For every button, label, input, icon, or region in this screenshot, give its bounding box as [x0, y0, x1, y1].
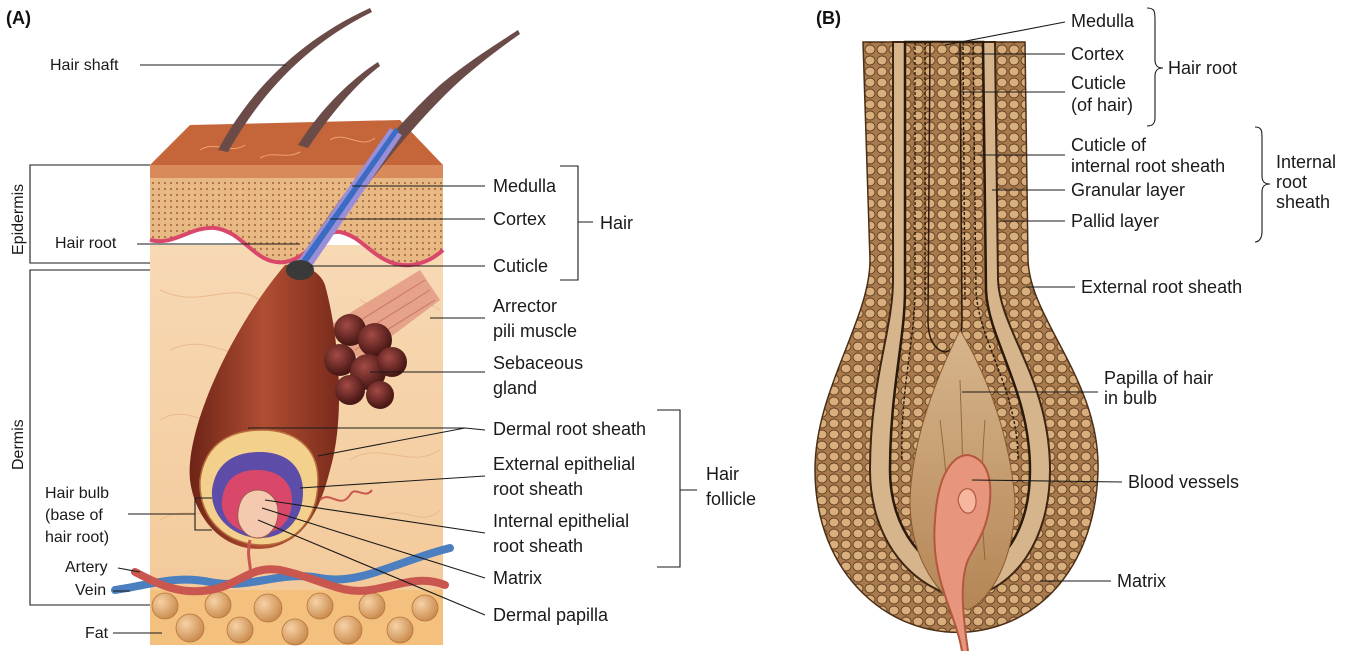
label-b-irs-3: sheath: [1276, 192, 1330, 212]
label-external-1: External epithelial: [493, 454, 635, 474]
fat-cell: [227, 617, 253, 643]
label-epidermis: Epidermis: [10, 184, 27, 255]
fat-cell: [282, 619, 308, 645]
panel-a-tag: (A): [6, 8, 31, 28]
label-matrix: Matrix: [493, 568, 542, 588]
hair-bracket: [560, 166, 593, 280]
label-sebaceous-2: gland: [493, 378, 537, 398]
hair-root-tip: [286, 260, 314, 280]
dermis-bracket: [30, 270, 150, 605]
label-dermal-root-sheath: Dermal root sheath: [493, 419, 646, 439]
label-b-pallid: Pallid layer: [1071, 211, 1159, 231]
label-fat: Fat: [85, 625, 109, 642]
label-dermal-papilla: Dermal papilla: [493, 605, 609, 625]
label-internal-2: root sheath: [493, 536, 583, 556]
label-hair-group: Hair: [600, 213, 633, 233]
label-b-cuticle-2: (of hair): [1071, 95, 1133, 115]
irs-brace: [1255, 127, 1270, 242]
label-vein: Vein: [75, 582, 106, 599]
panel-b: (B) Medulla Cortex Cut: [815, 8, 1336, 651]
label-b-cuticle-irs-2: internal root sheath: [1071, 156, 1225, 176]
label-b-matrix: Matrix: [1117, 571, 1166, 591]
label-follicle-1: Hair: [706, 464, 739, 484]
label-b-cortex: Cortex: [1071, 44, 1124, 64]
label-b-cuticle-1: Cuticle: [1071, 73, 1126, 93]
fat-cell: [152, 593, 178, 619]
fat-layer: [150, 590, 443, 645]
label-hair-shaft: Hair shaft: [50, 57, 119, 74]
fat-cell: [176, 614, 204, 642]
label-external-2: root sheath: [493, 479, 583, 499]
fat-cell: [205, 592, 231, 618]
label-cuticle: Cuticle: [493, 256, 548, 276]
label-b-external-root-sheath: External root sheath: [1081, 277, 1242, 297]
label-cortex: Cortex: [493, 209, 546, 229]
hair-root-brace: [1147, 8, 1163, 126]
fat-cell: [412, 595, 438, 621]
label-dermis: Dermis: [10, 419, 27, 470]
label-b-hair-root: Hair root: [1168, 58, 1237, 78]
fat-cell: [334, 616, 362, 644]
label-b-papilla-2: in bulb: [1104, 388, 1157, 408]
label-b-cuticle-irs-1: Cuticle of: [1071, 135, 1147, 155]
label-internal-1: Internal epithelial: [493, 511, 629, 531]
stratum-corneum: [150, 165, 443, 178]
panel-a: (A): [6, 8, 756, 645]
label-b-blood-vessels: Blood vessels: [1128, 472, 1239, 492]
label-sebaceous-1: Sebaceous: [493, 353, 583, 373]
label-medulla: Medulla: [493, 176, 557, 196]
dermal-papilla: [238, 490, 278, 538]
fat-cell: [387, 617, 413, 643]
label-follicle-2: follicle: [706, 489, 756, 509]
label-hair-root: Hair root: [55, 235, 117, 252]
hair-follicle-bracket: [657, 410, 697, 567]
label-hair-bulb-1: Hair bulb: [45, 485, 109, 502]
label-artery: Artery: [65, 559, 108, 576]
label-hair-bulb-3: hair root): [45, 529, 109, 546]
label-arrector-1: Arrector: [493, 296, 557, 316]
label-b-papilla-1: Papilla of hair: [1104, 368, 1213, 388]
label-b-granular: Granular layer: [1071, 180, 1185, 200]
fat-cell: [254, 594, 282, 622]
fat-cell: [307, 593, 333, 619]
hair-core-b: [928, 42, 962, 352]
label-hair-bulb-2: (base of: [45, 507, 103, 524]
label-b-medulla: Medulla: [1071, 11, 1135, 31]
fat-cell: [359, 593, 385, 619]
label-arrector-2: pili muscle: [493, 321, 577, 341]
label-b-irs-2: root: [1276, 172, 1307, 192]
label-b-irs-1: Internal: [1276, 152, 1336, 172]
panel-b-tag: (B): [816, 8, 841, 28]
